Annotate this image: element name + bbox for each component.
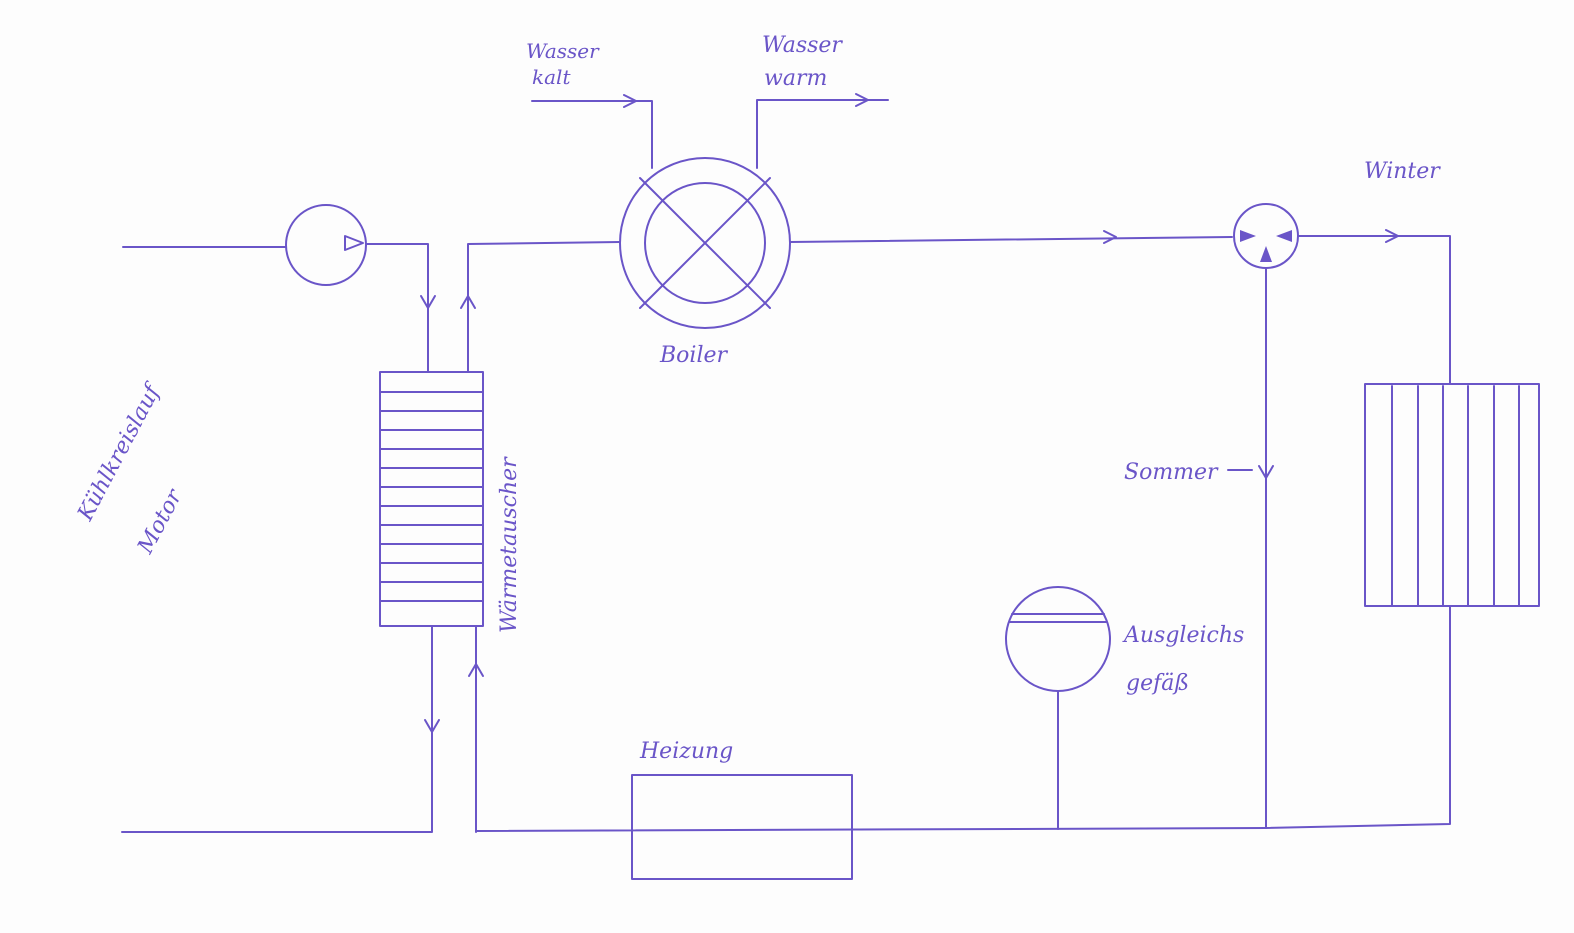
main-return-pipe [475,827,1267,832]
radiator-fins [1391,385,1520,607]
heat-exchanger-plates [379,391,484,602]
label-motor: Motor [133,484,188,558]
cold-water-arrow [623,94,637,108]
flow-arrow-right-1 [1103,230,1117,244]
pump-arrow [344,235,364,251]
label-heizung: Heizung [639,739,733,764]
pump-to-exchanger-pipe [365,243,429,373]
boiler-inner-ring [644,182,766,304]
flow-arrow-down-1 [420,295,436,309]
label-ausgleichsgefaess-2: gefäß [1126,671,1189,696]
flow-arrow-up-1 [460,295,476,309]
warm-water-arrow [855,93,869,107]
radiator [1364,383,1540,607]
flow-arrow-down-3 [1258,465,1274,479]
label-wasser-kalt-1: Wasser [526,39,600,63]
label-boiler: Boiler [659,343,729,368]
expansion-vessel [1005,586,1111,692]
label-winter: Winter [1364,159,1441,184]
flow-arrow-right-2 [1385,229,1399,243]
flow-arrow-down-2 [424,719,440,733]
heating-unit [631,774,853,880]
exchanger-to-boiler-pipe [467,241,621,373]
label-wasser-warm-2: warm [764,66,827,91]
cold-water-pipe [531,100,653,169]
motor-return-pipe [121,625,433,833]
label-sommer: Sommer [1124,460,1219,485]
valve-marker-right [1276,230,1292,242]
boiler-cross-b [639,177,771,309]
label-ausgleichsgefaess-1: Ausgleichs [1122,623,1244,648]
label-wasser-warm-1: Wasser [762,33,843,58]
valve-marker-left [1240,230,1256,242]
radiator-return-pipe [1265,605,1451,829]
label-waermetauscher: Wärmetauscher [497,456,522,633]
flow-arrow-up-2 [468,663,484,677]
valve-marker-bottom [1260,246,1272,262]
winter-pipe [1297,235,1451,385]
warm-water-pipe [756,99,889,169]
label-wasser-kalt-2: kalt [532,65,571,89]
label-kuehlkreislauf: Kühlkreislauf [73,378,167,526]
pump-symbol [285,204,367,286]
boiler-to-valve-pipe [789,236,1233,243]
